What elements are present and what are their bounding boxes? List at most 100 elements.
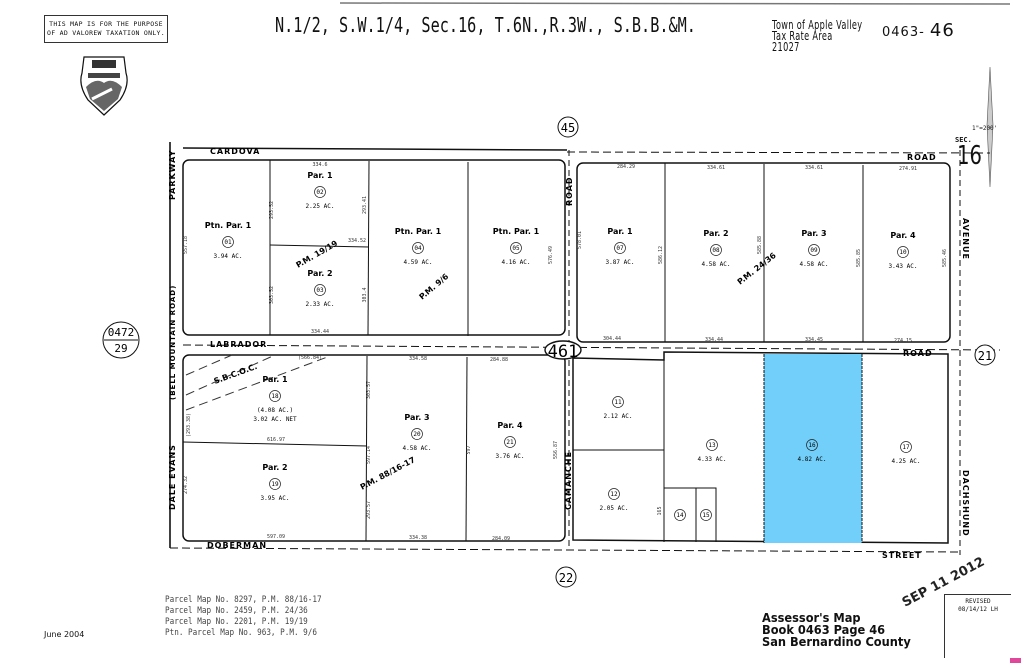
revised-box: REVISED 08/14/12 LH — [944, 594, 1011, 658]
adjacent-page-21[interactable]: 21 — [974, 344, 996, 366]
highlighted-parcel-16[interactable] — [764, 354, 862, 543]
map-linework — [185, 354, 233, 376]
parcel-13[interactable]: 13 4.33 AC. — [698, 439, 727, 464]
revised-date: 08/14/12 LH — [958, 606, 998, 613]
dimension-label: 557.18 — [183, 236, 189, 254]
revised-label: REVISED — [965, 598, 991, 605]
dimension-label: 274.15 — [894, 338, 912, 344]
parcel-14[interactable]: 14 — [674, 509, 686, 521]
dimension-label: 274.32 — [183, 476, 189, 494]
map-linework — [974, 344, 996, 366]
map-linework — [986, 66, 994, 188]
adjacent-page-22[interactable]: 22 — [555, 566, 577, 588]
map-linework — [664, 487, 717, 542]
parcel-acreage: 2.12 AC. — [604, 413, 633, 420]
parcel-number: 13 — [708, 442, 716, 449]
parcel-number-circle — [612, 396, 624, 408]
map-linework — [365, 355, 368, 542]
map-linework: 21 — [978, 349, 992, 363]
dimension-label: 585.88 — [757, 236, 763, 254]
parcel-map-references: Parcel Map No. 8297, P.M. 88/16-17 Parce… — [165, 595, 322, 639]
dimension-label: 334.61 — [707, 165, 725, 171]
parcel-number-circle — [674, 509, 686, 521]
parcel-label: Par. 2 — [262, 463, 287, 472]
parcel-label: Par. 2 — [307, 269, 332, 278]
parcel-label: Par. 4 — [497, 421, 523, 430]
dimension-label: 284.88 — [490, 357, 508, 363]
map-linework — [182, 159, 566, 336]
dimension-label: 334.45 — [805, 337, 823, 343]
parcel-number-circle — [900, 441, 912, 453]
dimension-label: 597 — [466, 445, 472, 454]
parcel-label: Ptn. Par. 1 — [205, 221, 252, 230]
map-linework — [544, 340, 582, 360]
dimension-label: 303.52 — [269, 286, 275, 304]
parcel-18[interactable]: Par. 118(4.08 AC.)3.02 AC. NET — [253, 375, 297, 423]
disclaimer-line: OF AD VALOREW TAXATION ONLY. — [47, 29, 165, 37]
map-linework — [185, 355, 331, 411]
parcel-number: 16 — [808, 442, 816, 449]
map-linework — [182, 344, 1001, 351]
map-linework — [572, 351, 949, 544]
street-bell-mountain: (BELL MOUNTAIN ROAD) — [169, 285, 177, 400]
dimension-label: 334.38 — [409, 535, 427, 541]
parcel-map-ref: Parcel Map No. 2201, P.M. 19/19 — [165, 617, 308, 627]
street-cardova: CARDOVA — [210, 147, 260, 156]
parcel-acreage: 4.16 AC. — [502, 259, 531, 266]
parcel-label: Ptn. Par. 1 — [395, 227, 442, 236]
map-linework — [269, 244, 370, 248]
tax-rate-area: 21027 — [772, 40, 800, 54]
parcel-number-circle — [700, 509, 712, 521]
parcel-acreage: 2.33 AC. — [306, 301, 335, 308]
parcel-15[interactable]: 15 — [700, 509, 712, 521]
map-linework — [182, 354, 566, 542]
parcel-number: 04 — [414, 245, 422, 252]
dimension-label: 334.52 — [348, 238, 366, 244]
dimension-label: 334.6 — [312, 162, 327, 168]
parcel-12[interactable]: 122.05 AC. — [600, 488, 629, 513]
parcel-number-circle — [614, 242, 626, 254]
parcel-number-circle — [222, 236, 234, 248]
county-seal-logo — [80, 56, 128, 116]
map-linework — [557, 116, 579, 138]
parcel-16[interactable]: 164.82 AC. — [798, 439, 827, 464]
map-linework — [367, 160, 370, 336]
parcel-17[interactable]: 174.25 AC. — [892, 441, 921, 466]
street-dachshund: DACHSHUND — [961, 470, 970, 537]
map-linework — [339, 2, 1011, 5]
parcel-number-circle — [608, 488, 620, 500]
dimension-label: 274.91 — [899, 166, 917, 172]
street-dale-evans: DALE EVANS — [168, 444, 177, 510]
parcel-map-ref: Parcel Map No. 8297, P.M. 88/16-17 — [165, 595, 322, 605]
dimension-label: 334.61 — [805, 165, 823, 171]
tax-rate-info: Town of Apple Valley Tax Rate Area 21027 — [772, 19, 862, 54]
dimension-label: 586.12 — [658, 246, 664, 264]
adjacent-page-45[interactable]: 45 — [557, 116, 579, 138]
map-linework: 0472 — [108, 326, 135, 339]
book-page-number: 0463- 46 — [882, 20, 955, 41]
section-label: SEC. — [955, 136, 972, 144]
parcel-11[interactable]: 112.12 AC. — [604, 396, 633, 421]
parcel-label: Par. 2 — [703, 229, 728, 238]
dimension-label: 556.87 — [553, 441, 559, 459]
parcel-number-circle — [314, 186, 326, 198]
parcel-acreage: 4.33 AC. — [698, 456, 727, 463]
dimension-label: 597.14 — [366, 446, 372, 464]
parcel-acreage: 4.58 AC. — [800, 261, 829, 268]
parcel-number-circle — [897, 246, 909, 258]
map-linework: 45 — [561, 121, 575, 135]
parcel-acreage: 3.94 AC. — [214, 253, 243, 260]
